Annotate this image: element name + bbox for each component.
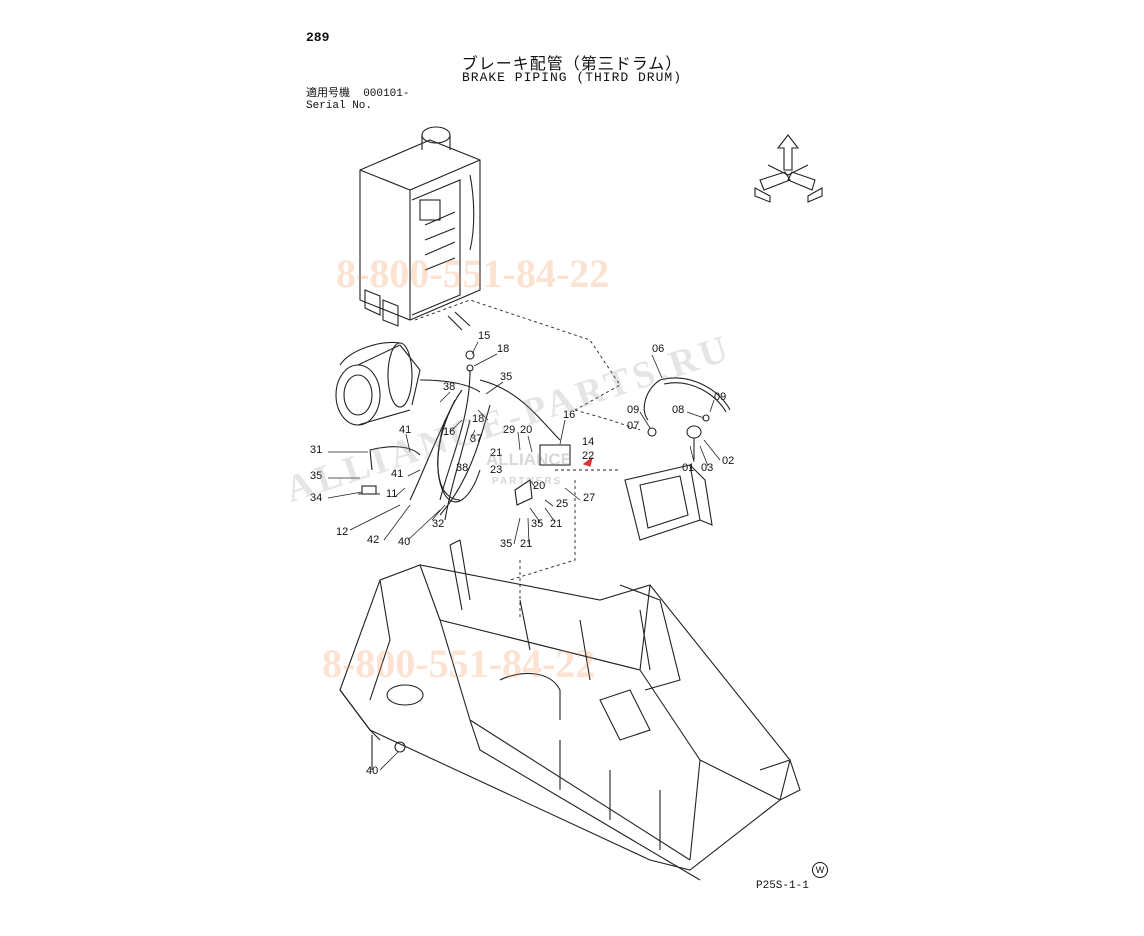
callout-34: 34 — [310, 492, 323, 504]
callout-37: 37 — [470, 433, 483, 445]
title-english: BRAKE PIPING (THIRD DRUM) — [461, 70, 683, 85]
dashed-guides — [414, 299, 641, 620]
page-number: 289 — [306, 30, 330, 45]
drawing-code: P25S-1-1 — [756, 880, 809, 892]
callout-18: 18 — [472, 413, 485, 425]
brake-valve — [624, 414, 713, 541]
callout-21: 21 — [550, 518, 563, 530]
callout-42: 42 — [367, 534, 380, 546]
callout-leaders — [327, 341, 721, 771]
callout-02: 02 — [722, 455, 735, 467]
callout-03: 03 — [701, 462, 714, 474]
callout-09: 09 — [627, 404, 640, 416]
callout-20: 20 — [533, 480, 546, 492]
callout-40: 40 — [398, 536, 411, 548]
serial-line-jp: 適用号機 000101- — [306, 88, 409, 100]
callout-20: 20 — [520, 424, 533, 436]
callout-18: 18 — [497, 343, 510, 355]
fittings — [358, 350, 571, 506]
callout-35: 35 — [531, 518, 544, 530]
callout-01: 01 — [682, 462, 695, 474]
callout-12: 12 — [336, 526, 349, 538]
callout-07: 07 — [627, 420, 640, 432]
callout-21: 21 — [490, 447, 503, 459]
third-drum — [335, 341, 421, 426]
main-frame — [339, 539, 801, 881]
callout-23: 23 — [490, 464, 503, 476]
brake-hoses — [369, 369, 731, 521]
title-japanese: ブレーキ配管（第三ドラム） — [461, 54, 683, 73]
callout-08: 08 — [672, 404, 685, 416]
hydraulic-tank — [359, 126, 481, 331]
w-mark: W — [812, 862, 828, 878]
callout-32: 32 — [432, 518, 445, 530]
serial-value: 000101- — [363, 88, 410, 100]
callout-22: 22 — [582, 450, 595, 462]
serial-block: 適用号機 000101- Serial No. — [306, 88, 409, 112]
orientation-symbol-icon — [754, 134, 823, 203]
callout-38: 38 — [456, 462, 469, 474]
callout-14: 14 — [582, 436, 595, 448]
callout-38: 38 — [443, 381, 456, 393]
callout-31: 31 — [310, 444, 323, 456]
serial-label-en: Serial No. — [306, 100, 373, 112]
callout-29: 29 — [503, 424, 516, 436]
callout-25: 25 — [556, 498, 569, 510]
callout-35: 35 — [500, 538, 513, 550]
callout-09: 09 — [714, 391, 727, 403]
callout-35: 35 — [310, 470, 323, 482]
callout-40: 40 — [366, 765, 379, 777]
callout-41: 41 — [391, 468, 404, 480]
callout-41: 41 — [399, 424, 412, 436]
callout-15: 15 — [478, 330, 491, 342]
callout-16: 16 — [443, 426, 456, 438]
callout-35: 35 — [500, 371, 513, 383]
callout-06: 06 — [652, 343, 665, 355]
callout-27: 27 — [583, 492, 596, 504]
red-marker-icon — [582, 456, 593, 467]
callout-21: 21 — [520, 538, 533, 550]
callout-11: 11 — [386, 488, 398, 500]
callout-16: 16 — [563, 409, 576, 421]
serial-label-jp: 適用号機 — [306, 88, 350, 100]
